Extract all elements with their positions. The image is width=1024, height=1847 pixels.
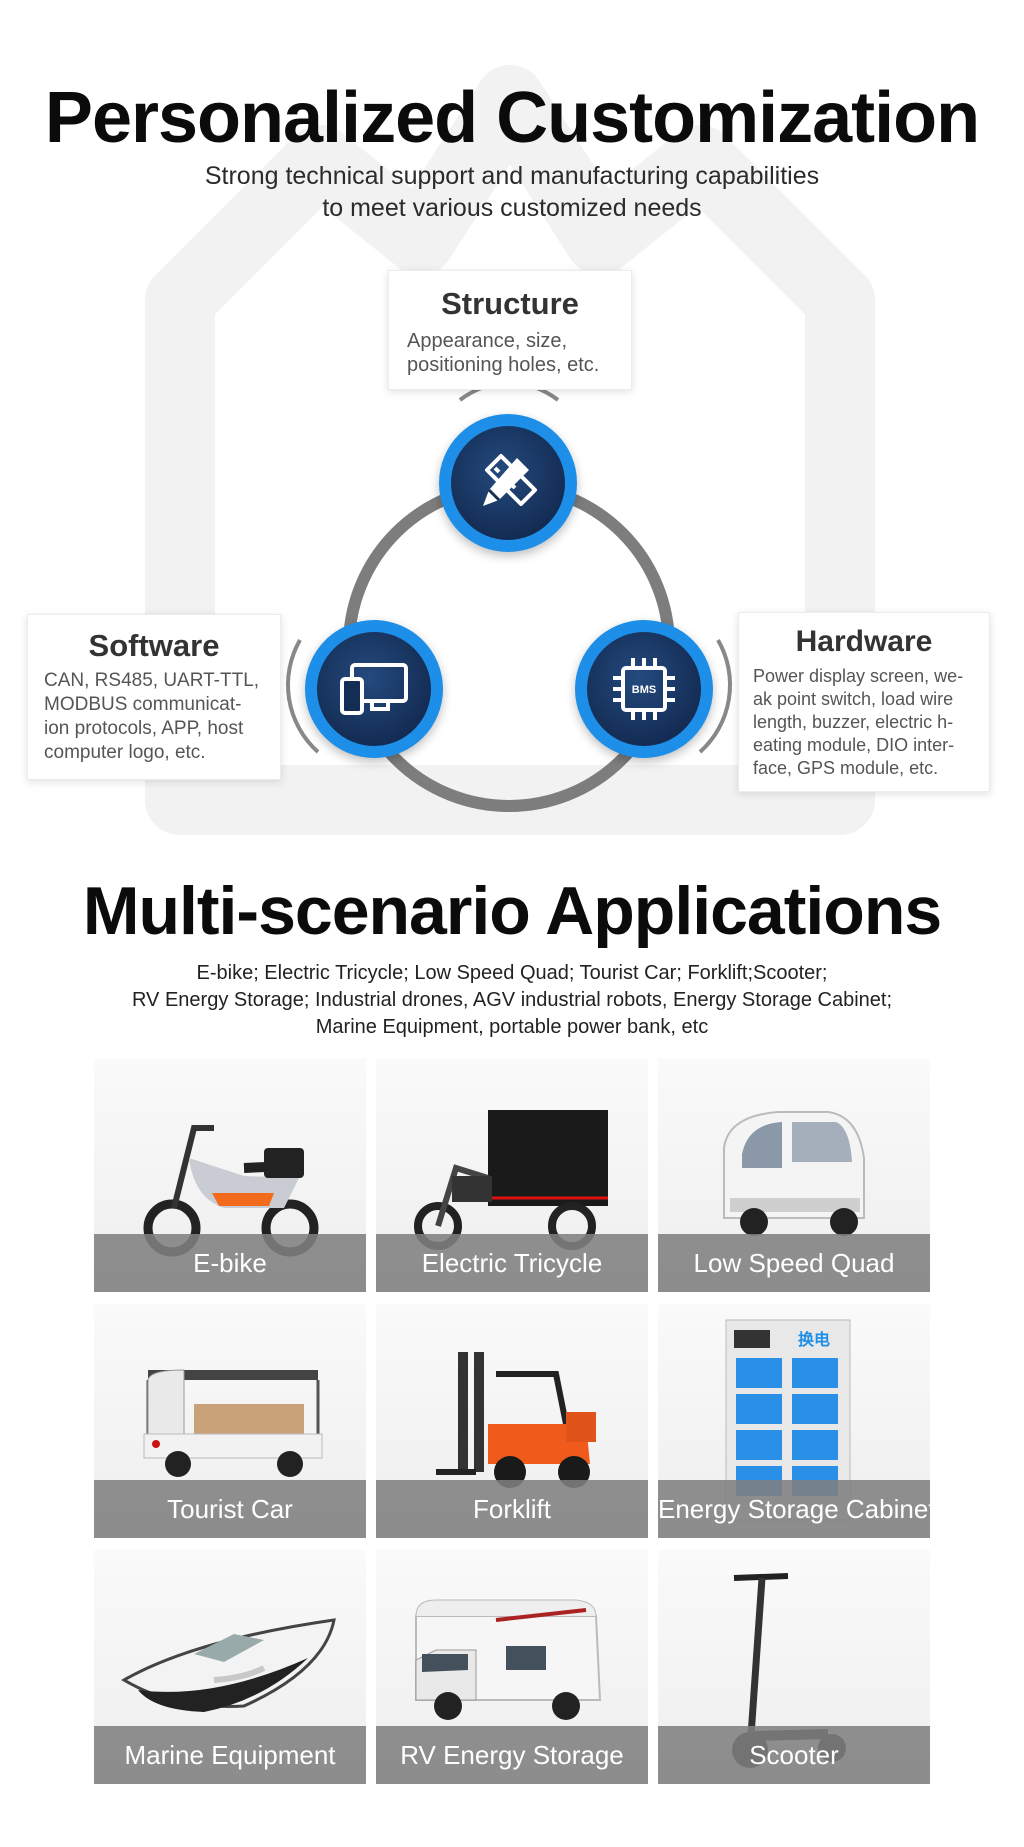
tile-rv-energy-storage: RV Energy Storage <box>376 1550 648 1784</box>
tile-label: Low Speed Quad <box>658 1234 930 1292</box>
structure-card: Structure Appearance, size, positioning … <box>388 270 632 390</box>
hardware-body: Power display screen, we-ak point switch… <box>753 666 964 778</box>
software-card: Software CAN, RS485, UART-TTL, MODBUS co… <box>27 614 281 780</box>
tile-label: Scooter <box>658 1726 930 1784</box>
tile-label: Electric Tricycle <box>376 1234 648 1292</box>
tile-scooter: Scooter <box>658 1550 930 1784</box>
structure-node <box>439 414 577 552</box>
tile-low-speed-quad: Low Speed Quad <box>658 1058 930 1292</box>
ebike-icon <box>143 1125 319 1257</box>
tile-ebike: E-bike <box>94 1058 366 1292</box>
applications-title: Multi-scenario Applications <box>82 873 942 949</box>
tile-forklift: Forklift <box>376 1304 648 1538</box>
quad-car-icon <box>723 1111 865 1236</box>
tile-marine-equipment: Marine Equipment <box>94 1550 366 1784</box>
devices-icon <box>340 663 408 715</box>
boat-icon <box>121 1618 336 1712</box>
tile-label: Tourist Car <box>94 1480 366 1538</box>
software-title: Software <box>88 628 220 663</box>
tile-label: E-bike <box>94 1234 366 1292</box>
pencil-ruler-icon <box>483 454 537 506</box>
page-title: Personalized Customization <box>44 78 980 158</box>
tile-electric-tricycle: Electric Tricycle <box>376 1058 648 1292</box>
forklift-icon <box>436 1352 596 1488</box>
tile-label: Forklift <box>376 1480 648 1538</box>
software-body: CAN, RS485, UART-TTL, MODBUS communicat-… <box>44 670 260 763</box>
subtitle-line-1: Strong technical support and manufacturi… <box>204 162 820 190</box>
applications-line-3: Marine Equipment, portable power bank, e… <box>315 1016 709 1038</box>
tile-label: Energy Storage Cabinet <box>658 1480 930 1538</box>
customization-diagram: Structure Appearance, size, positioning … <box>0 260 1024 820</box>
tile-label: RV Energy Storage <box>376 1726 648 1784</box>
structure-title: Structure <box>441 286 579 321</box>
tile-label: Marine Equipment <box>94 1726 366 1784</box>
cabinet-sign: 换电 <box>798 1330 830 1349</box>
hardware-title: Hardware <box>795 625 933 658</box>
tricycle-icon <box>414 1110 608 1250</box>
structure-body: Appearance, size, positioning holes, etc… <box>407 330 600 376</box>
applications-grid: E-bike Electric Tricycle Low S <box>94 1058 932 1793</box>
tourist-car-icon <box>143 1369 323 1477</box>
subtitle-line-2: to meet various customized needs <box>322 194 702 222</box>
tile-energy-storage-cabinet: 换电 Energy Storage Cabinet <box>658 1304 930 1538</box>
hardware-card: Hardware Power display screen, we-ak poi… <box>738 612 990 792</box>
chip-label: BMS <box>632 684 656 696</box>
software-node <box>305 620 443 758</box>
applications-line-1: E-bike; Electric Tricycle; Low Speed Qua… <box>196 962 828 984</box>
tile-tourist-car: Tourist Car <box>94 1304 366 1538</box>
bms-chip-icon: BMS <box>613 658 675 720</box>
applications-line-2: RV Energy Storage; Industrial drones, AG… <box>131 989 893 1011</box>
hardware-node: BMS <box>575 620 713 758</box>
rv-icon <box>415 1599 602 1720</box>
